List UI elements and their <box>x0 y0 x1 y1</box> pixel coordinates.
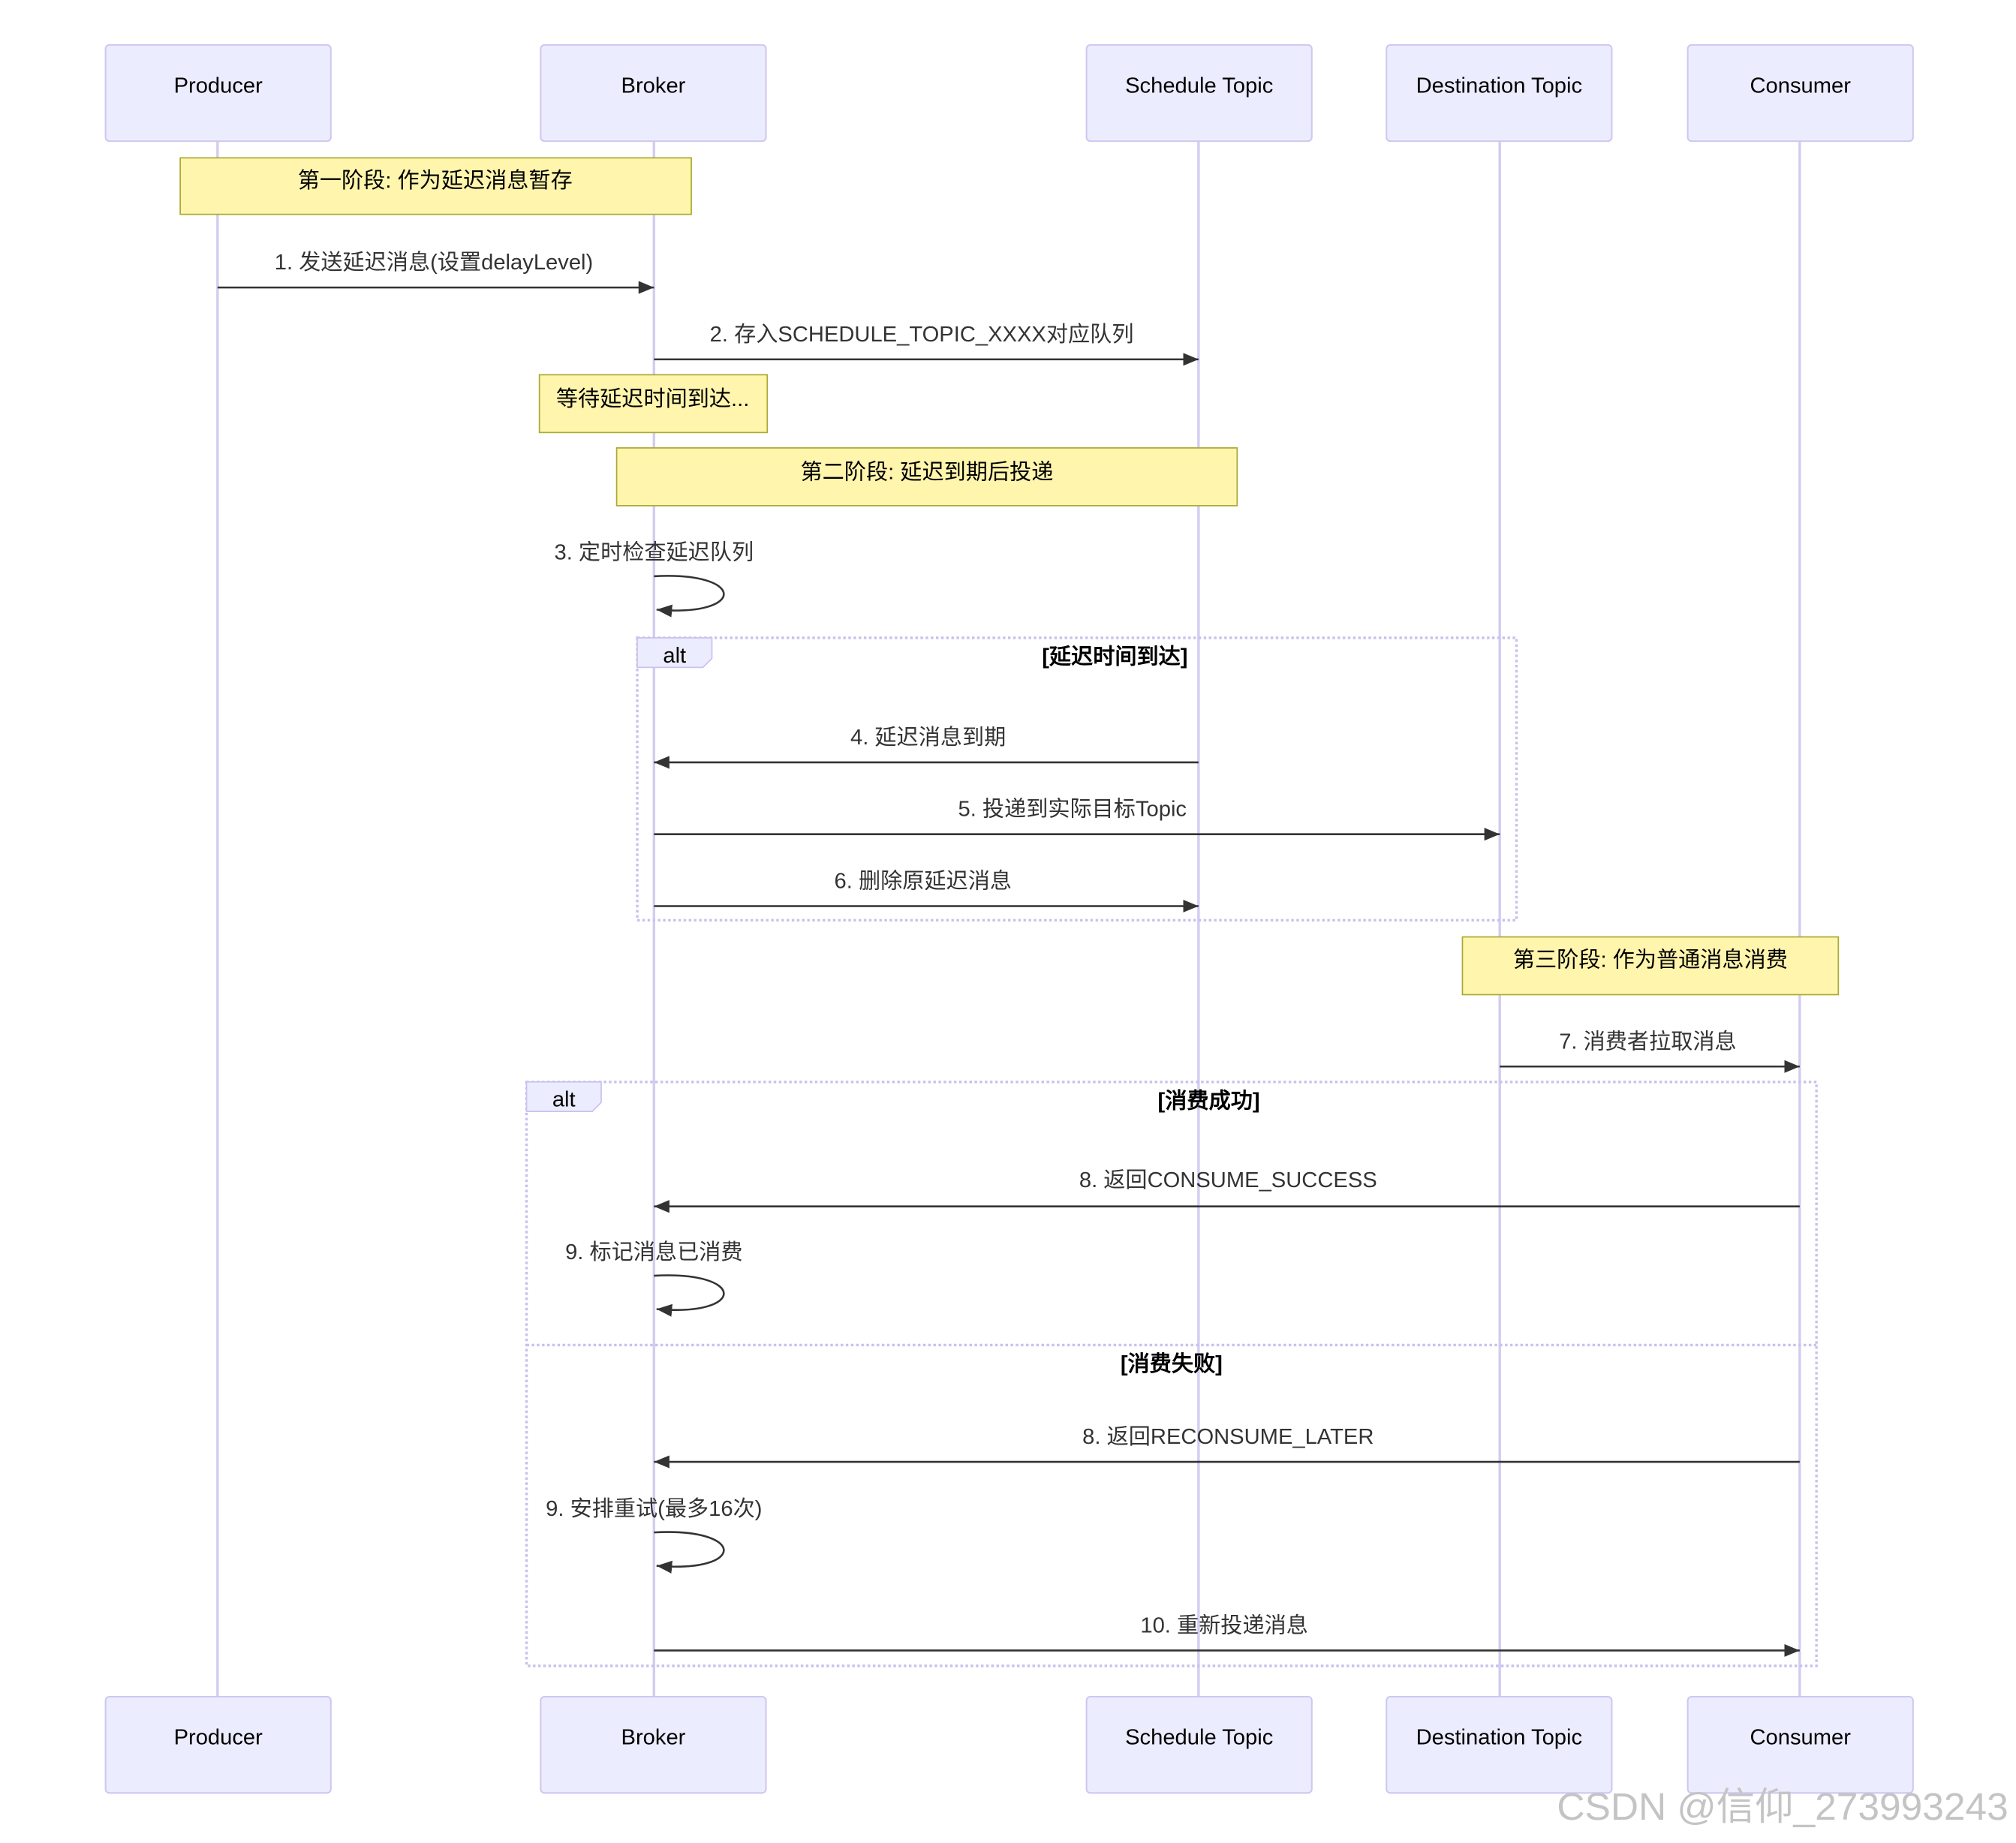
participants-bottom: Producer Broker Schedule Topic Destinati… <box>104 1695 1914 1794</box>
participant-label: Destination Topic <box>1416 1726 1582 1750</box>
participant-box <box>1687 1695 1914 1794</box>
participant-box <box>1386 1695 1613 1794</box>
participant-box <box>540 1695 767 1794</box>
messages: 1. 发送延迟消息(设置delayLevel) 2. 存入SCHEDULE_TO… <box>217 250 1800 1658</box>
message-label: 10. 重新投递消息 <box>1140 1613 1308 1638</box>
participant-box <box>1687 44 1914 143</box>
alt-condition: [消费成功] <box>1158 1088 1260 1113</box>
message-label: 8. 返回CONSUME_SUCCESS <box>1079 1168 1377 1192</box>
participant-label: Broker <box>621 1726 686 1750</box>
alt-condition: [延迟时间到达] <box>1042 645 1187 669</box>
participant-consumer-bottom: Consumer <box>1687 1695 1914 1794</box>
message-3: 3. 定时检查延迟队列 <box>555 540 754 618</box>
note-text: 等待延迟时间到达... <box>556 386 750 411</box>
alt-block-delay-reached: alt [延迟时间到达] <box>636 636 1518 921</box>
alt-else-condition: [消费失败] <box>1121 1351 1223 1376</box>
note-box <box>615 447 1238 507</box>
participant-broker-top: Broker <box>540 44 767 143</box>
note-waiting: 等待延迟时间到达... <box>538 374 769 434</box>
participant-box <box>1085 1695 1313 1794</box>
note-box <box>179 157 692 215</box>
message-label: 3. 定时检查延迟队列 <box>555 540 754 565</box>
message-self-loop-arrow <box>654 1274 725 1317</box>
message-8-reconsume: 8. 返回RECONSUME_LATER <box>654 1425 1800 1469</box>
note-phase-2: 第二阶段: 延迟到期后投递 <box>615 447 1238 507</box>
note-phase-1: 第一阶段: 作为延迟消息暂存 <box>179 157 692 215</box>
alt-keyword: alt <box>552 1088 576 1112</box>
participant-label: Broker <box>621 74 686 98</box>
note-box <box>1461 936 1840 996</box>
message-label: 8. 返回RECONSUME_LATER <box>1082 1425 1374 1449</box>
participant-schedule-topic-bottom: Schedule Topic <box>1085 1695 1313 1794</box>
message-7: 7. 消费者拉取消息 <box>1500 1029 1800 1073</box>
participant-box <box>1085 44 1313 143</box>
message-1: 1. 发送延迟消息(设置delayLevel) <box>217 250 654 294</box>
message-label: 2. 存入SCHEDULE_TOPIC_XXXX对应队列 <box>710 322 1134 347</box>
participant-consumer-top: Consumer <box>1687 44 1914 143</box>
participants-top: Producer Broker Schedule Topic Destinati… <box>104 44 1914 143</box>
notes: 第一阶段: 作为延迟消息暂存 等待延迟时间到达... 第二阶段: 延迟到期后投递… <box>179 157 1840 996</box>
alt-block-consume-result: alt [消费成功] [消费失败] <box>525 1081 1818 1667</box>
message-self-loop-arrow <box>654 575 725 618</box>
participant-box <box>104 1695 332 1794</box>
alt-tab <box>525 1081 602 1112</box>
message-label: 1. 发送延迟消息(设置delayLevel) <box>275 250 593 275</box>
participant-label: Producer <box>174 1726 263 1750</box>
participant-label: Producer <box>174 74 263 98</box>
message-label: 9. 安排重试(最多16次) <box>546 1496 762 1521</box>
message-8-success: 8. 返回CONSUME_SUCCESS <box>654 1168 1800 1213</box>
participant-producer-bottom: Producer <box>104 1695 332 1794</box>
message-4: 4. 延迟消息到期 <box>654 725 1199 769</box>
note-box <box>538 374 769 434</box>
participant-destination-topic-top: Destination Topic <box>1386 44 1613 143</box>
alt-frame <box>525 1081 1818 1667</box>
participant-box <box>1386 44 1613 143</box>
note-text: 第三阶段: 作为普通消息消费 <box>1513 947 1788 972</box>
participant-broker-bottom: Broker <box>540 1695 767 1794</box>
message-6: 6. 删除原延迟消息 <box>654 869 1199 913</box>
participant-label: Consumer <box>1750 74 1851 98</box>
message-10: 10. 重新投递消息 <box>654 1613 1800 1658</box>
participant-label: Schedule Topic <box>1125 1726 1273 1750</box>
note-text: 第一阶段: 作为延迟消息暂存 <box>298 168 573 193</box>
alt-keyword: alt <box>663 644 686 668</box>
participant-box <box>540 44 767 143</box>
alt-frame <box>636 636 1518 921</box>
note-text: 第二阶段: 延迟到期后投递 <box>801 459 1054 484</box>
message-5: 5. 投递到实际目标Topic <box>654 797 1500 841</box>
participant-label: Destination Topic <box>1416 74 1582 98</box>
message-9-mark-consumed: 9. 标记消息已消费 <box>565 1240 743 1317</box>
message-label: 6. 删除原延迟消息 <box>835 869 1012 894</box>
message-label: 9. 标记消息已消费 <box>565 1240 742 1264</box>
message-2: 2. 存入SCHEDULE_TOPIC_XXXX对应队列 <box>654 322 1199 366</box>
message-label: 4. 延迟消息到期 <box>850 725 1006 750</box>
message-self-loop-arrow <box>654 1531 725 1574</box>
message-9-schedule-retry: 9. 安排重试(最多16次) <box>546 1496 762 1574</box>
participant-producer-top: Producer <box>104 44 332 143</box>
participant-destination-topic-bottom: Destination Topic <box>1386 1695 1613 1794</box>
participant-box <box>104 44 332 143</box>
message-label: 5. 投递到实际目标Topic <box>958 797 1187 822</box>
participant-label: Schedule Topic <box>1125 74 1273 98</box>
participant-label: Consumer <box>1750 1726 1851 1750</box>
participant-schedule-topic-top: Schedule Topic <box>1085 44 1313 143</box>
message-label: 7. 消费者拉取消息 <box>1559 1029 1736 1054</box>
note-phase-3: 第三阶段: 作为普通消息消费 <box>1461 936 1840 996</box>
alt-tab <box>636 637 713 669</box>
watermark: CSDN @信仰_273993243 <box>1557 1784 2008 1828</box>
